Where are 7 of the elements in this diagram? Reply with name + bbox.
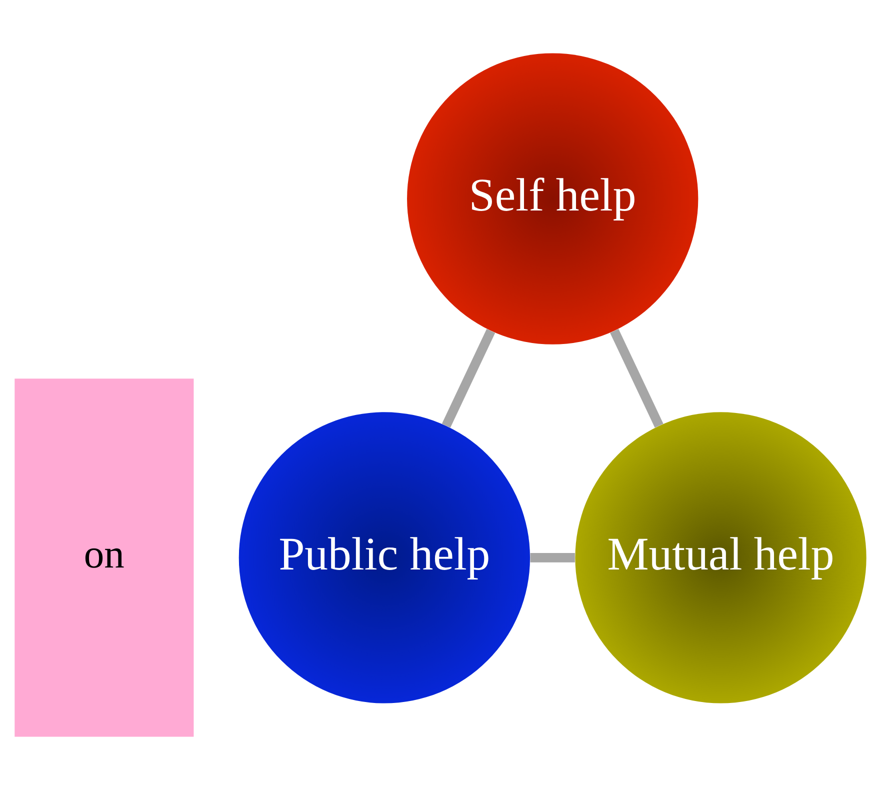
connector xyxy=(442,328,496,428)
node-box: on xyxy=(14,378,194,737)
node-circle: Public help xyxy=(238,412,530,704)
connector xyxy=(530,553,575,562)
node-circle: Self help xyxy=(407,53,698,344)
connector xyxy=(610,328,664,428)
node-circle: Mutual help xyxy=(575,412,866,704)
